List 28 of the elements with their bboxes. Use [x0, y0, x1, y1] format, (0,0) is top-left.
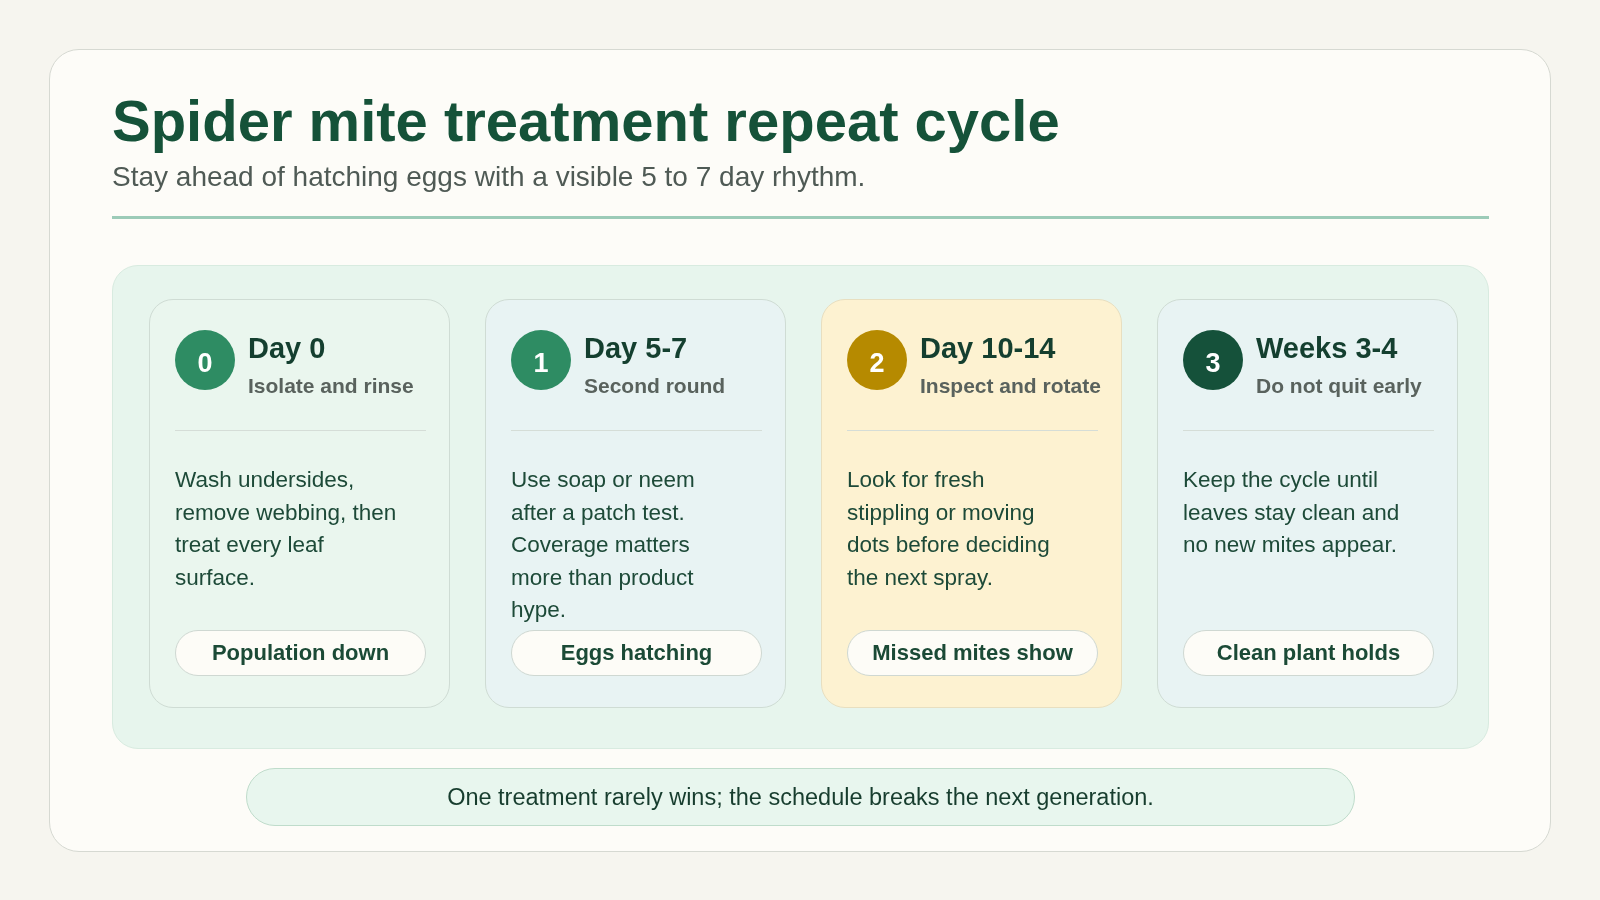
- subtitle: Stay ahead of hatching eggs with a visible 5 to 7 day rhythm.: [112, 160, 866, 194]
- step-title: Day 10-14: [920, 331, 1056, 366]
- step-subtitle: Inspect and rotate: [920, 373, 1101, 399]
- title: Spider mite treatment repeat cycle: [112, 87, 1060, 155]
- outcome-tag: Eggs hatching: [511, 630, 762, 676]
- step-title: Day 5-7: [584, 331, 688, 366]
- step-card: [485, 299, 786, 708]
- timeline-panel: [112, 265, 1489, 749]
- step-number: 0: [175, 330, 235, 390]
- outcome-tag: Population down: [175, 630, 426, 676]
- step-description: Use soap or neem after a patch test. Coverage matters more than product hype.: [511, 466, 696, 624]
- outcome-tag: Clean plant holds: [1183, 630, 1434, 676]
- step-card: [1157, 299, 1458, 708]
- step-card: [149, 299, 450, 708]
- step-number: 1: [511, 330, 571, 390]
- step-description: Wash undersides, remove webbing, then treat every leaf surface.: [175, 466, 398, 592]
- step-title: Day 0: [248, 331, 326, 366]
- outcome-tag: Missed mites show: [847, 630, 1098, 676]
- step-title: Weeks 3-4: [1256, 331, 1398, 366]
- step-number: 3: [1183, 330, 1243, 390]
- step-subtitle: Do not quit early: [1256, 373, 1422, 399]
- step-number: 2: [847, 330, 907, 390]
- step-description: Look for fresh stippling or moving dots before deciding the next spray.: [847, 466, 1051, 592]
- step-subtitle: Second round: [584, 373, 726, 399]
- summary-note: One treatment rarely wins; the schedule breaks the next generation.: [246, 768, 1355, 826]
- step-card: [821, 299, 1122, 708]
- step-description: Keep the cycle until leaves stay clean and no new mites appear.: [1183, 466, 1401, 559]
- step-subtitle: Isolate and rinse: [248, 373, 414, 399]
